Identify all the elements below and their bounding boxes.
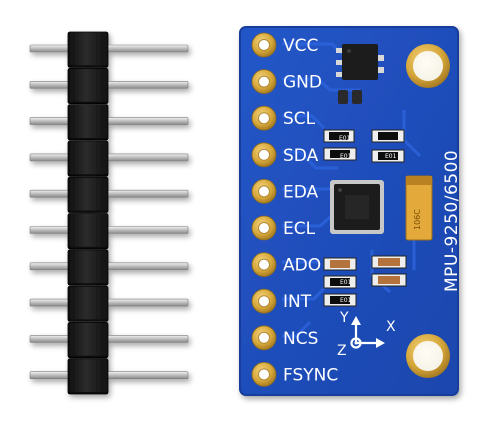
pin-label: FSYNC — [283, 365, 338, 385]
pin-label: VCC — [283, 36, 318, 56]
header-pin — [29, 153, 189, 162]
pin-label: ECL — [283, 219, 316, 239]
pin-pad-hole — [258, 258, 270, 271]
header-segment-divider — [68, 137, 108, 140]
header-plastic-segment — [67, 213, 109, 250]
header-pin — [29, 226, 189, 234]
voltage-regulator-chip — [336, 44, 384, 80]
pin-pad-hole — [258, 295, 270, 308]
axis-indicator — [350, 316, 385, 349]
header-plastic-segment — [67, 285, 109, 322]
header-plastic-segment — [67, 249, 109, 286]
header-pin — [29, 44, 189, 53]
pin-pad-hole — [258, 185, 270, 198]
header-segment-divider — [68, 210, 108, 213]
header-plastic-segment — [67, 31, 109, 68]
pin-label: SDA — [283, 146, 319, 166]
smd-components — [323, 90, 407, 307]
header-segment-divider — [68, 246, 108, 249]
breakout-board: VCC GND SCL SDA EDA ECL ADO INT NCS FSYNC — [239, 26, 462, 396]
header-plastic-segment — [67, 67, 109, 105]
resistor-code-2: E01 — [340, 153, 352, 160]
pin-pad-hole — [258, 75, 270, 88]
pin-label: INT — [283, 292, 312, 312]
resistor-code-3: E01 — [385, 153, 397, 160]
resistor-code-5: E01 — [340, 297, 352, 304]
axis-x-label: X — [386, 319, 396, 335]
header-segment-divider — [68, 319, 108, 322]
pin-pad-hole — [258, 39, 270, 51]
header-pin — [29, 298, 189, 307]
pin-pad-hole — [258, 222, 270, 234]
header-segment-divider — [68, 101, 108, 104]
header-pin — [29, 81, 189, 89]
header-segment-divider — [68, 283, 108, 286]
header-segment-divider — [68, 392, 108, 394]
header-segment-divider — [68, 65, 108, 68]
model-label: MPU-9250/6500 — [442, 150, 462, 292]
header-pin — [29, 335, 189, 343]
axis-z-label: Z — [337, 343, 347, 359]
header-plastic-segment — [67, 104, 109, 141]
pin-pads: VCC GND SCL SDA EDA ECL ADO INT NCS FSYNC — [251, 32, 338, 387]
axis-y-label: Y — [339, 310, 349, 326]
pin-pad-hole — [258, 112, 270, 125]
header-plastic-segment — [67, 321, 109, 359]
pin-label: SCL — [283, 109, 316, 129]
pin-pad-hole — [258, 331, 270, 344]
pin-label: NCS — [283, 329, 318, 349]
mpu-chip — [330, 180, 384, 234]
header-pin — [29, 117, 189, 125]
mounting-hole-bottom — [406, 334, 450, 378]
header-pin — [29, 262, 189, 271]
resistor-code-4: E01 — [340, 279, 352, 286]
header-pin — [29, 189, 189, 198]
pin-header — [29, 31, 189, 395]
pin-pad-hole — [258, 368, 270, 381]
header-segment-divider — [68, 355, 108, 358]
resistor-code-1: E01 — [339, 135, 351, 142]
header-plastic-segment — [67, 140, 109, 177]
header-pin — [29, 371, 189, 380]
tantalum-capacitor: 106C — [405, 175, 433, 241]
capacitor-marking: 106C — [413, 209, 422, 230]
pin-label: ADO — [283, 256, 321, 276]
header-plastic-segment — [67, 176, 109, 213]
pin-label: GND — [283, 73, 322, 93]
header-plastic-segment — [67, 358, 109, 395]
pin-label: EDA — [283, 182, 319, 202]
mounting-hole-top — [406, 44, 450, 88]
pin-pad-hole — [258, 148, 270, 161]
header-segment-divider — [68, 174, 108, 177]
